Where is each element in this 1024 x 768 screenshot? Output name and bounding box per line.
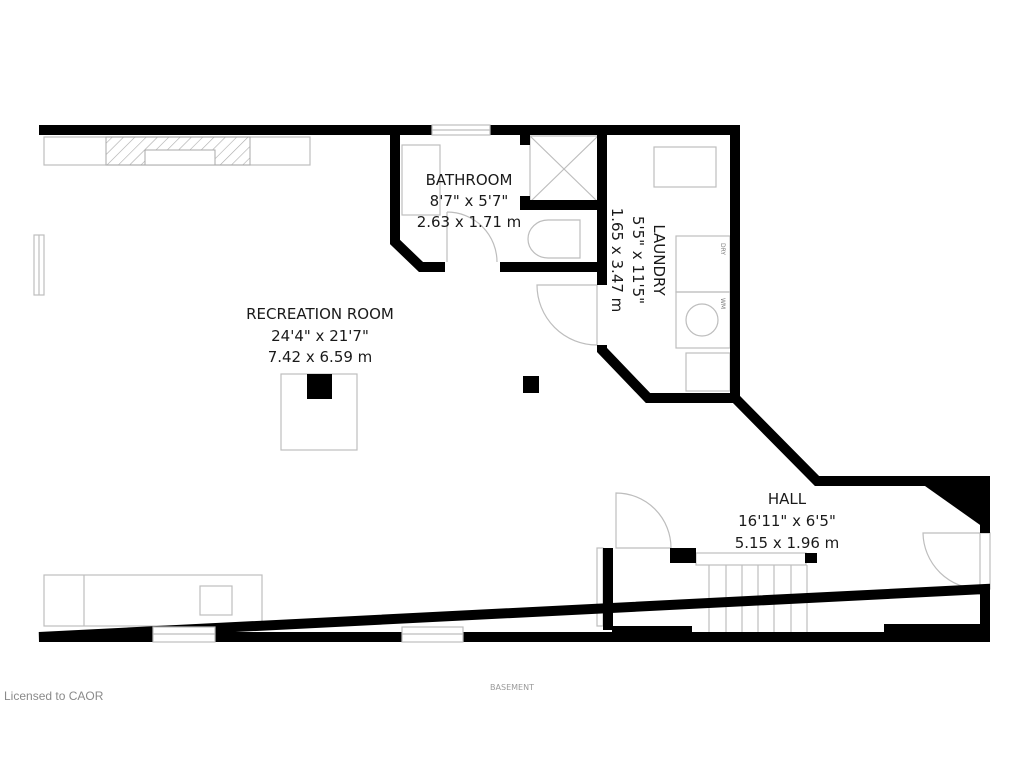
staircase <box>695 552 808 632</box>
toilet <box>527 219 581 259</box>
column <box>307 374 332 399</box>
room-size-metric: 2.63 x 1.71 m <box>417 213 522 231</box>
floor-name: BASEMENT <box>490 683 534 692</box>
bathroom-door <box>446 211 498 263</box>
room-laundry: LAUNDRY 5'5" x 11'5" 1.65 x 3.47 m <box>608 208 668 313</box>
room-size-imperial: 5'5" x 11'5" <box>629 216 647 304</box>
column <box>523 376 539 393</box>
washer-label: WM <box>719 298 726 309</box>
license-text: Licensed to CAOR <box>4 689 104 703</box>
fireplace-opening <box>144 149 216 166</box>
sink <box>199 585 233 616</box>
laundry-door <box>536 284 598 346</box>
room-recreation: RECREATION ROOM 24'4" x 21'7" 7.42 x 6.5… <box>246 305 394 366</box>
room-name: LAUNDRY <box>650 224 668 296</box>
exterior-door <box>922 532 981 590</box>
windows <box>33 124 491 643</box>
room-size-imperial: 8'7" x 5'7" <box>430 192 509 210</box>
dryer-label: DRY <box>719 243 726 255</box>
room-size-imperial: 24'4" x 21'7" <box>271 327 369 345</box>
stair-door <box>615 492 672 549</box>
laundry-counter <box>653 146 717 188</box>
room-size-metric: 1.65 x 3.47 m <box>608 208 626 313</box>
room-size-metric: 5.15 x 1.96 m <box>735 534 840 552</box>
vanity <box>401 144 441 216</box>
room-hall: HALL 16'11" x 6'5" 5.15 x 1.96 m <box>735 490 840 552</box>
room-name: RECREATION ROOM <box>246 305 394 323</box>
walls <box>38 125 990 642</box>
fixtures: DRY WM <box>43 135 991 632</box>
room-name: HALL <box>768 490 807 508</box>
room-name: BATHROOM <box>426 171 513 189</box>
room-bathroom: BATHROOM 8'7" x 5'7" 2.63 x 1.71 m <box>417 171 522 231</box>
bar-counter <box>43 574 263 627</box>
room-size-metric: 7.42 x 6.59 m <box>268 348 373 366</box>
room-size-imperial: 16'11" x 6'5" <box>738 512 836 530</box>
laundry-sink <box>685 352 731 392</box>
